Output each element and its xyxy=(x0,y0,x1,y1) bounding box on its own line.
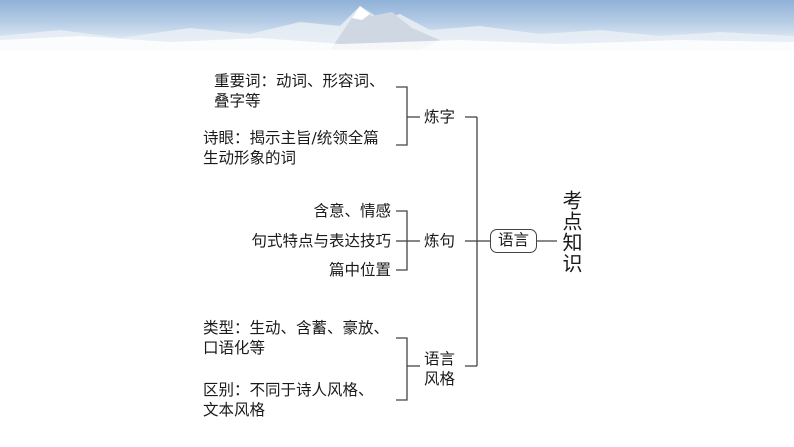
mountain-illustration xyxy=(0,6,794,50)
branch-label-style-line2: 风格 xyxy=(424,370,456,388)
branch-label-lianzi: 炼字 xyxy=(424,108,456,126)
leaf-text-line: 口语化等 xyxy=(203,339,266,357)
header-banner-image xyxy=(0,0,794,50)
root-title-kaodian-zhishi: 考点知识 xyxy=(559,190,583,274)
leaf-text-line: 类型：生动、含蓄、豪放、 xyxy=(203,319,390,337)
leaf-text-line: 文本风格 xyxy=(203,401,266,419)
leaf-text-line: 句式特点与表达技巧 xyxy=(251,232,391,250)
branch-label-style-line1: 语言 xyxy=(424,350,456,368)
leaf-text-line: 生动形象的词 xyxy=(203,149,297,167)
leaf-text-line: 篇中位置 xyxy=(328,261,391,279)
leaf-text-line: 重要词：动词、形容词、 xyxy=(214,72,385,90)
leaf-text-line: 含意、情感 xyxy=(313,202,391,220)
branch-label-lianju: 炼句 xyxy=(424,232,456,250)
leaf-text-line: 诗眼：揭示主旨/统领全篇 xyxy=(203,129,379,147)
center-node-yuyan: 语言 xyxy=(490,229,537,253)
leaf-text-line: 叠字等 xyxy=(214,92,261,110)
leaf-text-line: 区别：不同于诗人风格、 xyxy=(203,381,374,399)
